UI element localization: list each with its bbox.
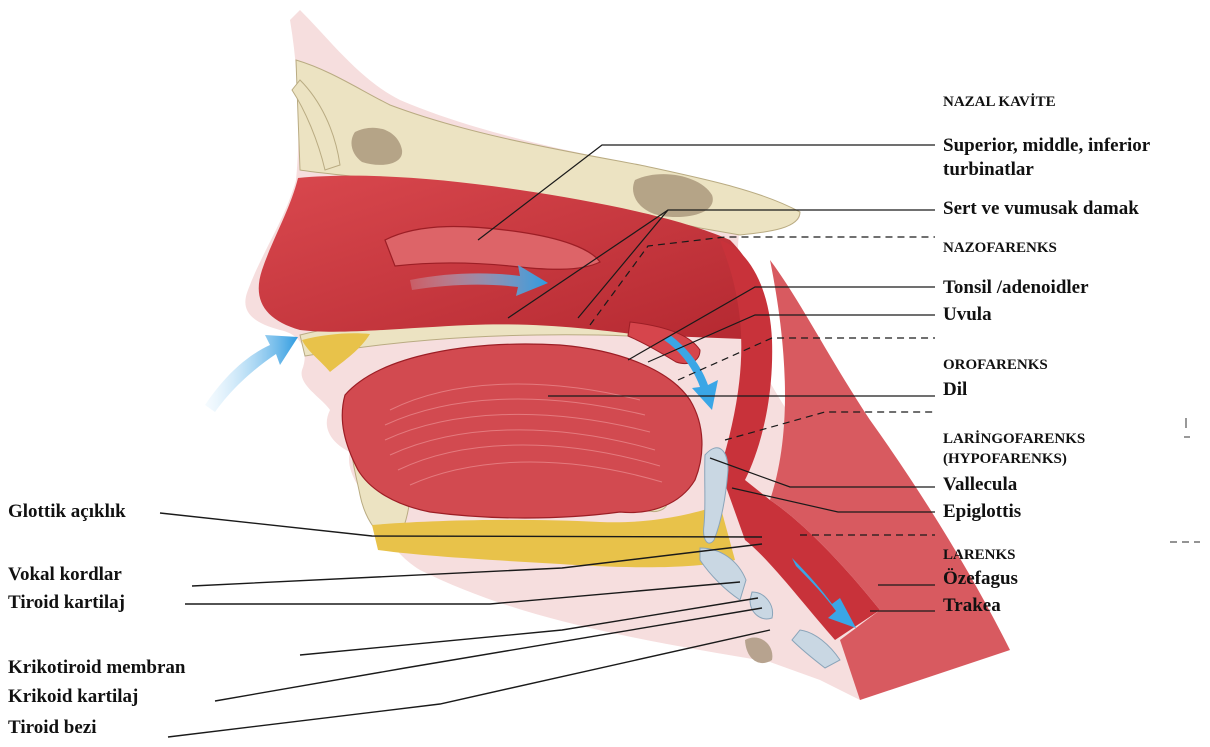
label-trakea: Trakea [943,596,1001,616]
label-krikotiroid-membran: Krikotiroid membran [8,658,186,678]
label-glottik-aciklik: Glottik açıklık [8,502,126,522]
leader-krikoid [215,608,762,701]
label-turbinatlar-line1: Superior, middle, inferior [943,136,1150,156]
label-dil: Dil [943,380,967,400]
label-tiroid-bezi: Tiroid bezi [8,718,97,738]
edge-marks [1170,418,1200,542]
label-tonsil-adenoidler: Tonsil /adenoidler [943,278,1089,298]
label-epiglottis: Epiglottis [943,502,1021,522]
label-hypofarenks: (HYPOFARENKS) [943,452,1067,468]
label-tiroid-kartilaj: Tiroid kartilaj [8,593,125,613]
label-krikoid-kartilaj: Krikoid kartilaj [8,687,138,707]
label-vallecula: Vallecula [943,475,1017,495]
label-nazofarenks: NAZOFARENKS [943,241,1057,257]
label-uvula: Uvula [943,305,992,325]
label-ozefagus: Özefagus [943,569,1018,589]
label-turbinatlar-line2: turbinatlar [943,160,1034,180]
airflow-arrow-nostril [205,335,298,412]
label-laringofarenks: LARİNGOFARENKS [943,432,1085,448]
label-larenks: LARENKS [943,548,1016,564]
label-sert-vumusak-damak: Sert ve vumusak damak [943,199,1139,219]
label-nazal-kavite: NAZAL KAVİTE [943,95,1056,111]
label-vokal-kordlar: Vokal kordlar [8,565,122,585]
label-orofarenks: OROFARENKS [943,358,1048,374]
